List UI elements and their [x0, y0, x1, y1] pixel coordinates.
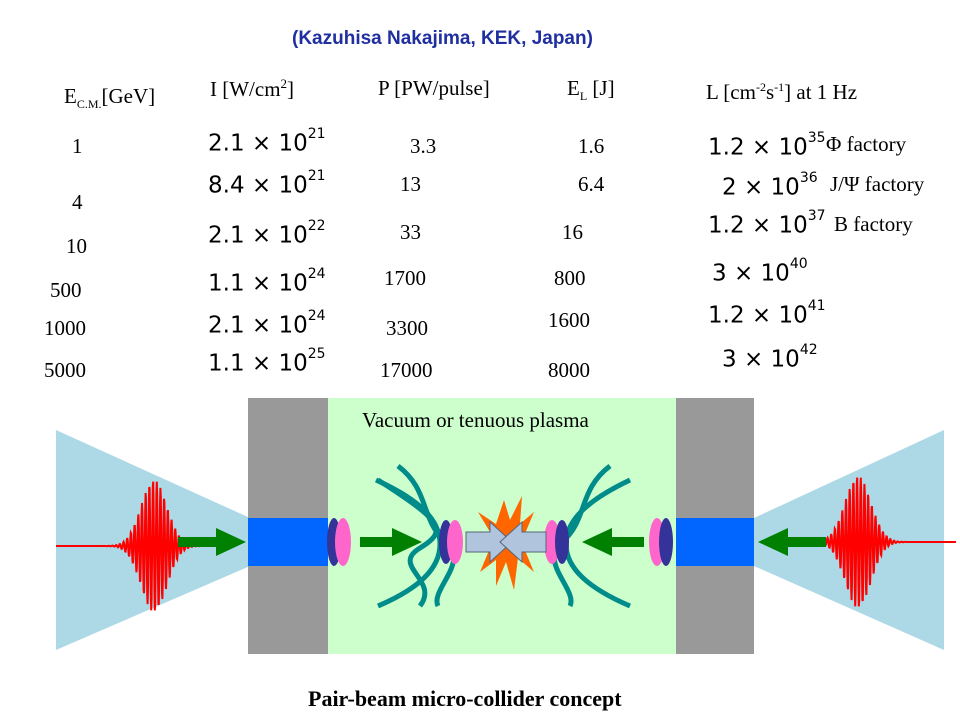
- row-6-energy: 8000: [548, 358, 590, 382]
- header-ecm: EC.M.[GeV]: [64, 84, 156, 112]
- bunch-right-outer-dark: [659, 518, 673, 566]
- credit-line: (Kazuhisa Nakajima, KEK, Japan): [292, 28, 593, 49]
- row-1-power: 3.3: [410, 134, 437, 158]
- row-6-luminosity: 3 × 1042: [722, 342, 818, 373]
- row-4-energy: 800: [554, 266, 586, 290]
- header-power: P [PW/pulse]: [378, 76, 490, 100]
- right-channel: [676, 518, 754, 566]
- arrow-left-inner: [360, 528, 422, 556]
- row-1-factory: Φ factory: [826, 132, 907, 156]
- row-3-power: 33: [400, 220, 421, 244]
- row-5-intensity: 2.1 × 1024: [208, 308, 326, 339]
- row-5-energy: 1600: [548, 308, 590, 332]
- row-6-power: 17000: [380, 358, 433, 382]
- row-2-power: 13: [400, 172, 421, 196]
- header-luminosity: L [cm-2s-1] at 1 Hz: [706, 80, 858, 104]
- row-3-energy: 16: [562, 220, 583, 244]
- row-1-ecm: 1: [72, 134, 83, 158]
- row-5-power: 3300: [386, 316, 428, 340]
- arrow-right-inner: [582, 528, 644, 556]
- row-4-ecm: 500: [50, 278, 82, 302]
- bunch-left-outer-pink: [335, 518, 351, 566]
- caption: Pair-beam micro-collider concept: [308, 686, 622, 711]
- collide-arrow-right: [499, 520, 547, 564]
- row-3-intensity: 2.1 × 1022: [208, 218, 326, 249]
- header-energy: EL [J]: [567, 76, 615, 104]
- row-3-ecm: 10: [66, 234, 87, 258]
- arrow-left-outer: [178, 528, 246, 556]
- row-4-intensity: 1.1 × 1024: [208, 266, 326, 297]
- row-2-intensity: 8.4 × 1021: [208, 168, 326, 199]
- row-4-luminosity: 3 × 1040: [712, 256, 808, 287]
- arrow-right-outer: [758, 528, 826, 556]
- row-6-intensity: 1.1 × 1025: [208, 346, 326, 377]
- row-1-energy: 1.6: [578, 134, 605, 158]
- row-6-ecm: 5000: [44, 358, 86, 382]
- chamber-label: Vacuum or tenuous plasma: [362, 408, 589, 432]
- row-5-luminosity: 1.2 × 1041: [708, 298, 826, 329]
- left-channel: [248, 518, 328, 566]
- row-1-intensity: 2.1 × 1021: [208, 126, 326, 157]
- row-2-factory: J/Ψ factory: [830, 172, 925, 196]
- bunch-left-inner-pink: [447, 520, 463, 564]
- row-2-luminosity: 2 × 1036: [722, 170, 818, 201]
- row-3-luminosity: 1.2 × 1037: [708, 208, 826, 239]
- bunch-right-inner-dark: [555, 520, 569, 564]
- header-intensity: I [W/cm2]: [210, 76, 295, 101]
- row-2-ecm: 4: [72, 190, 83, 214]
- collide-arrow-left: [465, 520, 513, 564]
- row-3-factory: B factory: [834, 212, 913, 236]
- row-5-ecm: 1000: [44, 316, 86, 340]
- row-2-energy: 6.4: [578, 172, 605, 196]
- row-1-luminosity: 1.2 × 1035: [708, 130, 826, 161]
- row-4-power: 1700: [384, 266, 426, 290]
